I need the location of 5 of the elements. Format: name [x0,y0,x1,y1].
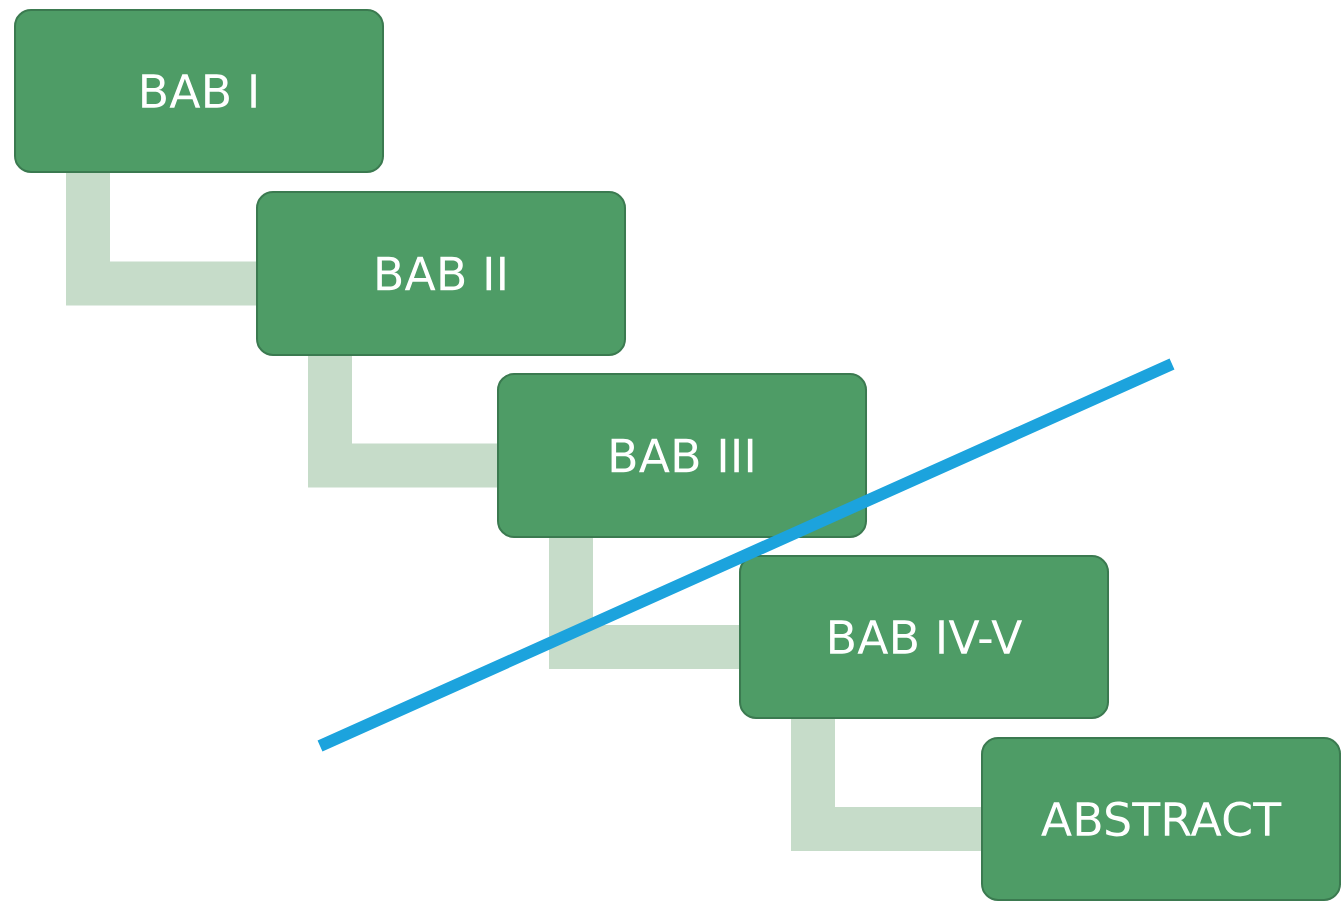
process-box: BAB III [497,373,867,538]
process-box: ABSTRACT [981,737,1341,901]
process-box: BAB I [14,9,384,173]
process-box: BAB IV-V [739,555,1109,719]
process-box: BAB II [256,191,626,356]
